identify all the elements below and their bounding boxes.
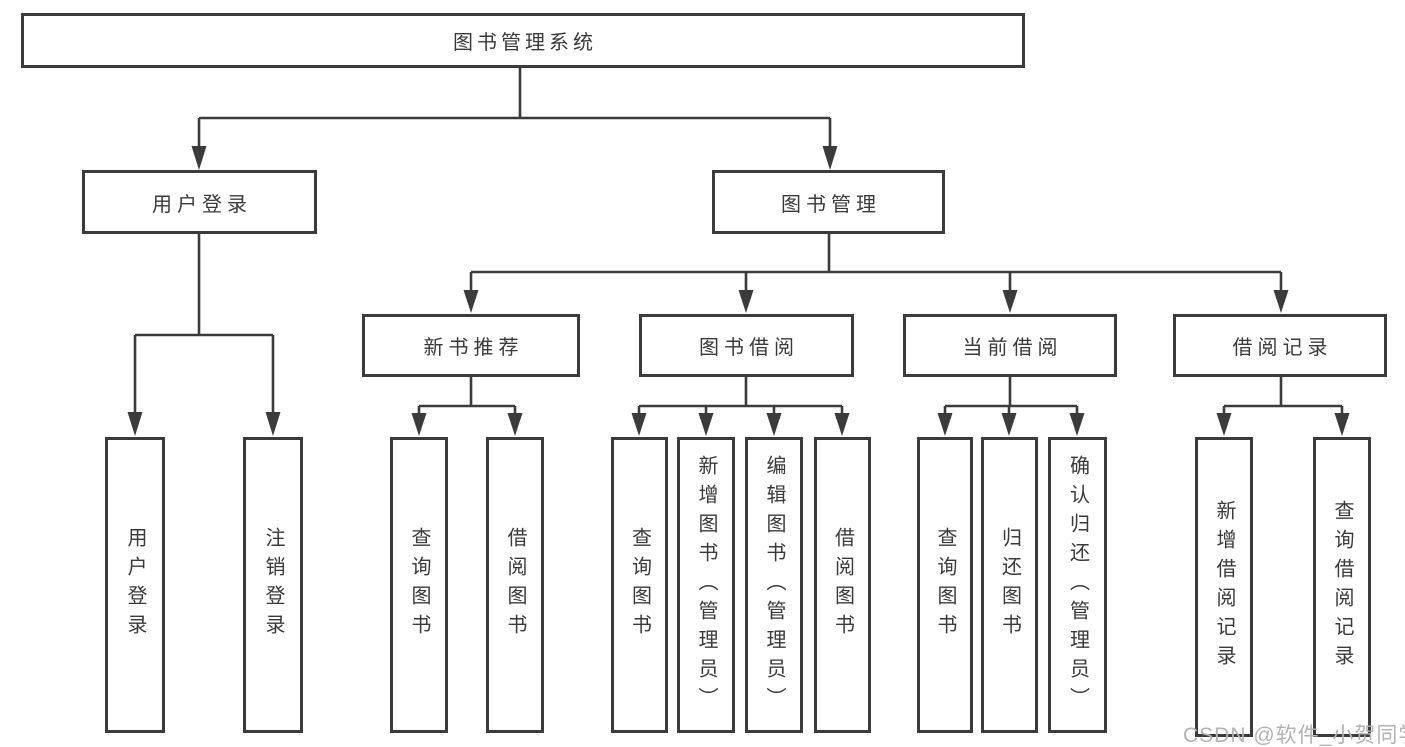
leaf-query-books-current: 查询图书 [917, 437, 973, 733]
leaf-query-books-recommend: 查询图书 [390, 437, 448, 733]
leaf-borrow-books-recommend: 借阅图书 [486, 437, 544, 733]
node-library-system: 图书管理系统 [21, 13, 1025, 68]
node-book-management: 图书管理 [712, 170, 945, 234]
leaf-return-books: 归还图书 [981, 437, 1038, 733]
watermark: CSDN @软件_小贺同学 [1183, 724, 1405, 747]
leaf-borrow-books: 借阅图书 [814, 437, 871, 733]
leaf-query-borrow-record: 查询借阅记录 [1313, 437, 1371, 737]
node-borrowing-records: 借阅记录 [1173, 314, 1387, 377]
node-book-borrowing: 图书借阅 [639, 314, 854, 377]
leaf-query-books-borrow: 查询图书 [611, 437, 668, 733]
leaf-user-login: 用户登录 [105, 437, 165, 733]
leaf-confirm-return-admin: 确认归还（管理员） [1048, 437, 1107, 733]
node-current-borrowing: 当前借阅 [903, 314, 1117, 377]
node-user-login: 用户登录 [82, 170, 317, 234]
leaf-add-borrow-record: 新增借阅记录 [1195, 437, 1253, 737]
leaf-edit-books-admin: 编辑图书（管理员） [745, 437, 803, 733]
node-new-book-recommendation: 新书推荐 [362, 314, 580, 377]
leaf-logout-login: 注销登录 [243, 437, 303, 733]
leaf-add-books-admin: 新增图书（管理员） [677, 437, 735, 733]
